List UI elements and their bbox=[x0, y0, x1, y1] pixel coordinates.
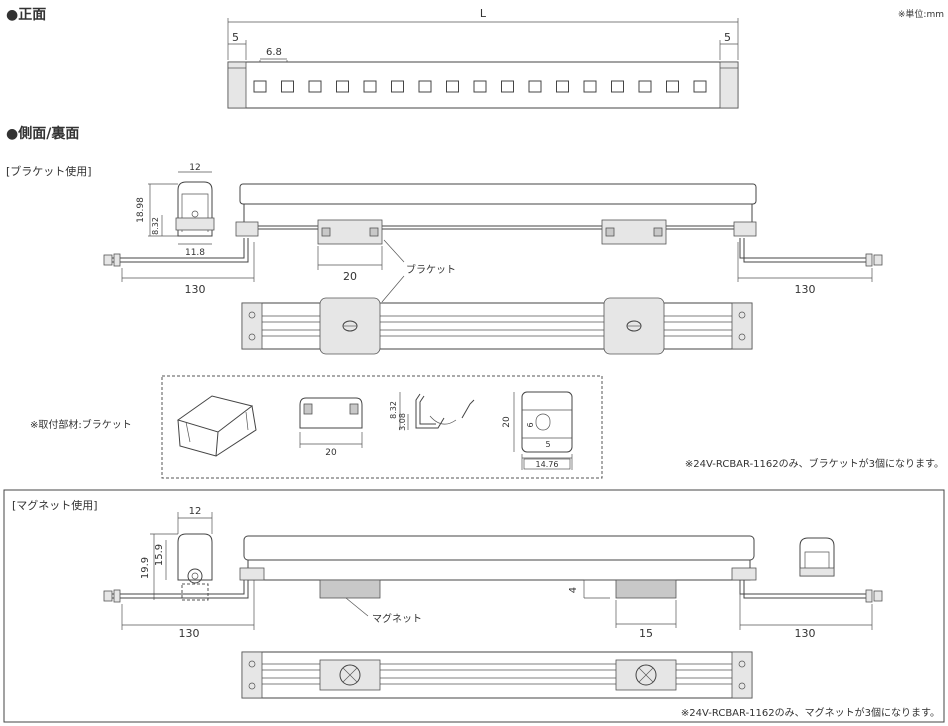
magnet-dim-width: 15 bbox=[639, 627, 653, 640]
led-chip bbox=[253, 80, 267, 93]
led-chip bbox=[693, 80, 707, 93]
led-chip bbox=[336, 80, 349, 93]
dim-L: L bbox=[480, 7, 487, 20]
led-chip bbox=[308, 80, 322, 93]
led-chip bbox=[666, 80, 679, 93]
bracket-dim-cable-left: 130 bbox=[185, 283, 206, 296]
led-chip bbox=[528, 80, 542, 93]
svg-text:8.32: 8.32 bbox=[151, 217, 160, 235]
accessory-box: ※取付部材:ブラケット 20 8.32 3.08 20 6 5 bbox=[30, 375, 603, 479]
side-heading: ●側面/裏面 bbox=[6, 125, 79, 142]
svg-text:19.9: 19.9 bbox=[140, 557, 151, 579]
svg-text:6: 6 bbox=[526, 422, 535, 427]
bracket-dim-cable-right: 130 bbox=[795, 283, 816, 296]
bracket-dim-width: 20 bbox=[343, 270, 357, 283]
svg-text:8.32: 8.32 bbox=[389, 401, 398, 419]
led-chip bbox=[611, 80, 624, 93]
led-chip bbox=[418, 80, 432, 93]
front-heading: ●正面 bbox=[6, 7, 46, 23]
led-chip bbox=[473, 80, 487, 93]
bracket-note: ※24V-RCBAR-1162のみ、ブラケットが3個になります。 bbox=[685, 457, 944, 470]
svg-text:12: 12 bbox=[189, 163, 200, 173]
front-view: ●正面 ※単位:mm L 5 5 6.8 bbox=[6, 7, 944, 109]
magnet-label: [マグネット使用] bbox=[12, 498, 98, 512]
magnet-callout: マグネット bbox=[372, 612, 422, 625]
led-chip bbox=[446, 80, 459, 93]
led-chip bbox=[638, 80, 652, 93]
led-chip bbox=[281, 80, 294, 93]
bracket-profile: 12 18.98 8.32 11.8 bbox=[136, 163, 215, 258]
svg-text:11.8: 11.8 bbox=[185, 248, 205, 258]
svg-text:20: 20 bbox=[325, 448, 337, 458]
led-row bbox=[253, 80, 707, 93]
unit-note: ※単位:mm bbox=[898, 8, 944, 20]
bracket-section: [ブラケット使用] 12 18.98 8.32 11.8 bbox=[6, 163, 883, 355]
bracket-callout: ブラケット bbox=[406, 263, 456, 276]
svg-text:12: 12 bbox=[189, 506, 202, 517]
svg-text:18.98: 18.98 bbox=[136, 197, 146, 223]
bracket-label: [ブラケット使用] bbox=[6, 164, 92, 178]
svg-text:15.9: 15.9 bbox=[154, 544, 165, 566]
dim-right-5: 5 bbox=[724, 31, 731, 44]
svg-text:20: 20 bbox=[502, 416, 512, 428]
svg-text:3.08: 3.08 bbox=[398, 413, 407, 431]
dim-pitch: 6.8 bbox=[266, 47, 282, 58]
led-chip bbox=[391, 80, 404, 93]
magnet-note: ※24V-RCBAR-1162のみ、マグネットが3個になります。 bbox=[681, 706, 940, 719]
magnet-section: [マグネット使用] 12 19.9 15.9 130 130 bbox=[3, 489, 945, 723]
accessory-label: ※取付部材:ブラケット bbox=[30, 418, 132, 431]
led-chip bbox=[363, 80, 377, 93]
magnet-dim-cable-right: 130 bbox=[795, 627, 816, 640]
svg-text:4: 4 bbox=[568, 587, 579, 593]
led-chip bbox=[583, 80, 597, 93]
dim-left-5: 5 bbox=[232, 31, 239, 44]
svg-text:14.76: 14.76 bbox=[536, 460, 559, 469]
led-chip bbox=[501, 80, 514, 93]
svg-text:5: 5 bbox=[545, 440, 550, 449]
magnet-dim-cable-left: 130 bbox=[179, 627, 200, 640]
led-chip bbox=[556, 80, 569, 93]
